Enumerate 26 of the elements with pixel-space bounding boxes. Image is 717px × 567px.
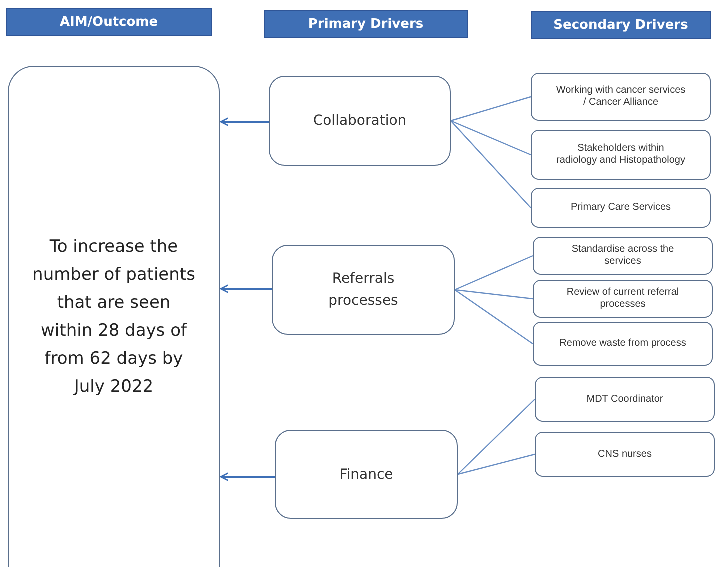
primary-driver-box: Collaboration	[269, 76, 451, 166]
secondary-driver-box: Stakeholders within radiology and Histopathology	[531, 130, 711, 180]
column-header: Secondary Drivers	[531, 11, 711, 39]
column-header: AIM/Outcome	[6, 8, 212, 36]
column-header: Primary Drivers	[264, 10, 468, 38]
aim-box: To increase the number of patients that are seen within 28 days of from 62 days by July 2022	[8, 66, 220, 567]
connector-line	[454, 290, 534, 344]
primary-driver-box: Finance	[275, 430, 458, 519]
secondary-driver-box: CNS nurses	[535, 432, 715, 477]
connector-line	[454, 289, 534, 300]
primary-driver-box: Referrals processes	[272, 245, 455, 335]
secondary-driver-box: Primary Care Services	[531, 188, 711, 228]
connector-line	[458, 399, 536, 475]
connector-line	[454, 255, 534, 291]
secondary-driver-box: Working with cancer services / Cancer Alliance	[531, 73, 711, 121]
secondary-driver-box: MDT Coordinator	[535, 377, 715, 422]
secondary-driver-box: Standardise across the services	[533, 237, 713, 275]
arrow	[220, 118, 269, 126]
arrow	[220, 472, 275, 482]
secondary-driver-box: Remove waste from process	[533, 322, 713, 366]
arrow	[220, 284, 272, 294]
connector-line	[458, 454, 536, 476]
connector-line	[450, 120, 532, 208]
secondary-driver-box: Review of current referral processes	[533, 280, 713, 318]
connector-line	[450, 96, 532, 122]
connector-line	[450, 120, 532, 156]
